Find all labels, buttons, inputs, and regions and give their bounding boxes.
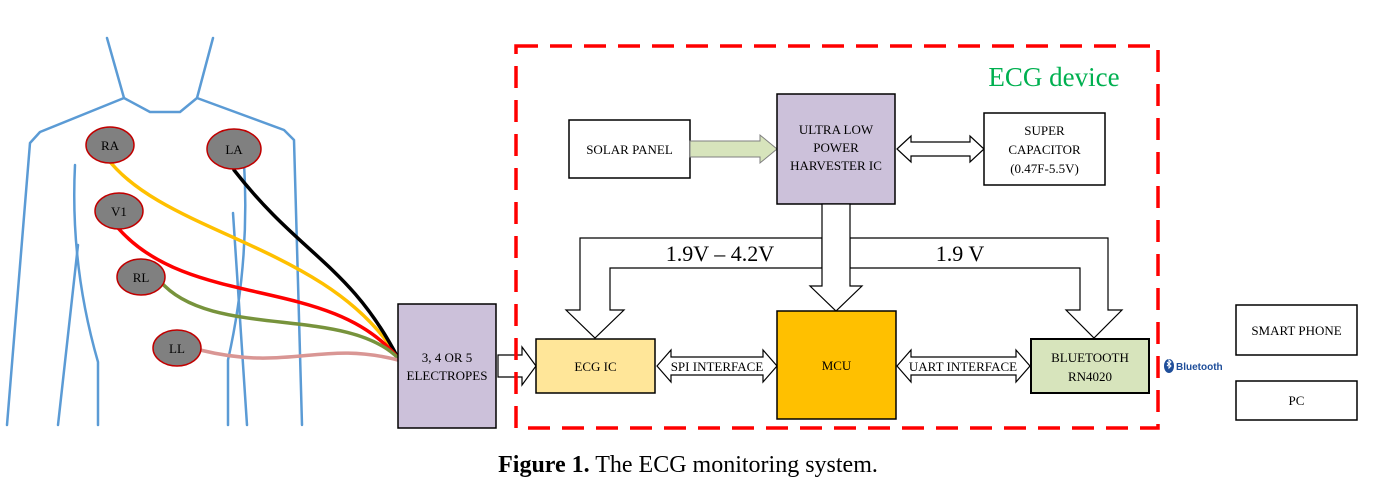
lead-ra xyxy=(105,156,400,360)
supercapacitor-block: SUPER CAPACITOR (0.47F-5.5V) xyxy=(983,112,1106,186)
bluetooth-line2: RN4020 xyxy=(1068,369,1112,384)
harvester-ic-block: ULTRA LOW POWER HARVESTER IC xyxy=(776,93,896,205)
ecg-ic-label: ECG IC xyxy=(574,359,616,374)
power-to-ecgic-arrow xyxy=(564,237,823,339)
power-distribution-arrows xyxy=(564,203,1124,339)
harvester-line2: POWER xyxy=(813,140,859,155)
solar-panel-block: SOLAR PANEL xyxy=(568,119,691,179)
electrodes-block-line2: ELECTROPES xyxy=(407,368,488,383)
electrodes-block: 3, 4 OR 5 ELECTROPES xyxy=(397,303,497,429)
mcu-block: MCU xyxy=(776,310,897,420)
bluetooth-line1: BLUETOOTH xyxy=(1051,350,1129,365)
pc-label: PC xyxy=(1289,393,1305,408)
voltage-fixed-label: 1.9 V xyxy=(936,241,985,266)
lead-ll xyxy=(198,348,400,362)
ecg-ic-block: ECG IC xyxy=(535,338,656,394)
ecg-device-title: ECG device xyxy=(988,62,1119,92)
bluetooth-icon xyxy=(1166,358,1172,370)
smart-phone-block: SMART PHONE xyxy=(1235,304,1358,356)
smart-phone-label: SMART PHONE xyxy=(1251,323,1341,338)
electrode-la-label: LA xyxy=(225,142,243,157)
figure-caption-label: Figure 1. xyxy=(498,452,590,478)
electrode-rl: RL xyxy=(116,258,166,296)
supercap-line3: (0.47F-5.5V) xyxy=(1010,161,1079,176)
bluetooth-module-block: BLUETOOTH RN4020 xyxy=(1030,338,1150,394)
electrode-leads xyxy=(105,156,400,362)
supercap-line1: SUPER xyxy=(1024,123,1065,138)
uart-interface-label: UART INTERFACE xyxy=(909,359,1017,374)
lead-la xyxy=(232,168,400,360)
spi-interface-label: SPI INTERFACE xyxy=(671,359,764,374)
voltage-range-label: 1.9V – 4.2V xyxy=(666,241,774,266)
electrode-ll: LL xyxy=(152,329,202,367)
electrode-rl-label: RL xyxy=(133,270,150,285)
solar-to-harvester-arrow xyxy=(689,133,778,165)
figure-caption-text: The ECG monitoring system. xyxy=(589,452,878,478)
torso-outline xyxy=(5,36,304,427)
electrode-ra-label: RA xyxy=(101,138,120,153)
electrode-la: LA xyxy=(206,128,262,170)
bluetooth-logo: Bluetooth xyxy=(1164,358,1223,373)
electrode-v1-label: V1 xyxy=(111,204,127,219)
supercap-line2: CAPACITOR xyxy=(1008,142,1081,157)
lead-v1 xyxy=(116,226,400,360)
electrodes-to-ecgic-arrow xyxy=(497,345,537,387)
harvester-to-mcu-arrow xyxy=(808,203,864,312)
electrodes-block-line1: 3, 4 OR 5 xyxy=(422,350,473,365)
lead-rl xyxy=(158,279,400,360)
harvester-line3: HARVESTER IC xyxy=(790,158,882,173)
electrode-v1: V1 xyxy=(94,192,144,230)
harvester-supercap-arrow xyxy=(896,134,985,164)
power-to-bluetooth-arrow xyxy=(849,237,1124,339)
electrode-ra: RA xyxy=(85,126,135,164)
harvester-line1: ULTRA LOW xyxy=(799,122,874,137)
bluetooth-logo-text: Bluetooth xyxy=(1176,362,1223,373)
pc-block: PC xyxy=(1235,380,1358,421)
solar-panel-label: SOLAR PANEL xyxy=(586,142,673,157)
ecg-device-boundary xyxy=(514,44,1160,430)
mcu-label: MCU xyxy=(822,358,852,373)
electrode-ll-label: LL xyxy=(169,341,185,356)
figure-caption: Figure 1. The ECG monitoring system. xyxy=(0,452,1376,479)
